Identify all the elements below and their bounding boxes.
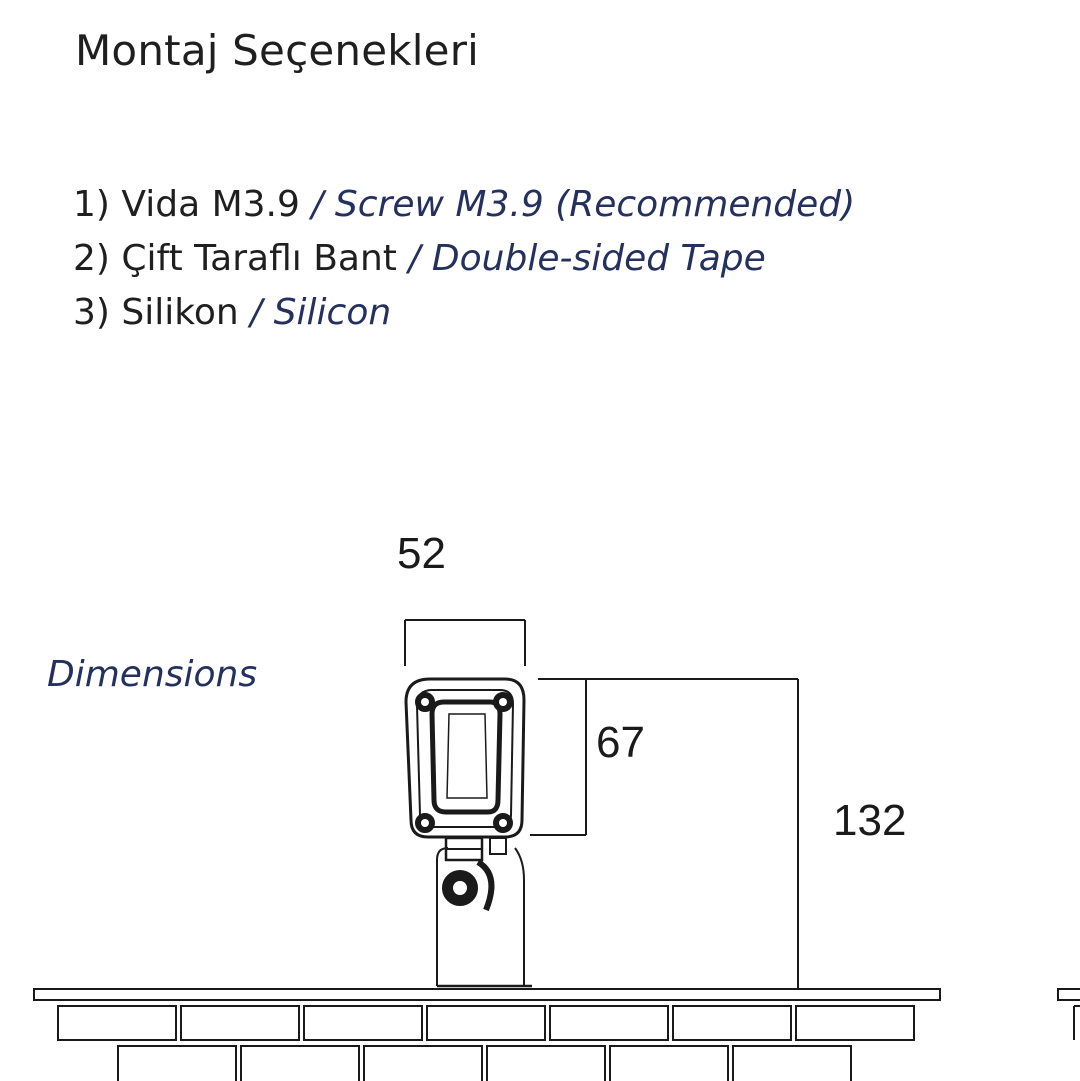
total-height-dimension-line [586,678,799,988]
total-height-value: 132 [833,796,906,845]
option-tr-label: 3) Silikon [73,292,239,333]
option-tape: 2) Çift Taraflı Bant / Double-sided Tape [73,232,855,286]
head-height-dimension-line [530,678,587,836]
width-value: 52 [397,529,446,578]
adjacent-slab-fragment [1057,988,1080,1040]
fixture-head [404,677,526,839]
head-height-value: 67 [596,718,645,767]
ground-slab [33,988,941,1001]
mounting-options-list: 1) Vida M3.9 / Screw M3.9 (Recommended) … [73,178,855,340]
page-title: Montaj Seçenekleri [75,26,480,75]
brick-wall [57,1005,915,1081]
option-en-label: / Double-sided Tape [408,238,766,279]
option-screw: 1) Vida M3.9 / Screw M3.9 (Recommended) [73,178,855,232]
option-tr-label: 1) Vida M3.9 [73,184,300,225]
option-silicon: 3) Silikon / Silicon [73,286,855,340]
fixture-stand [436,847,532,988]
option-tr-label: 2) Çift Taraflı Bant [73,238,397,279]
fixture-joint [442,836,507,912]
option-en-label: / Screw M3.9 (Recommended) [311,184,856,225]
option-en-label: / Silicon [250,292,392,333]
dimensions-label: Dimensions [47,654,258,695]
width-dimension-bracket [404,619,526,666]
